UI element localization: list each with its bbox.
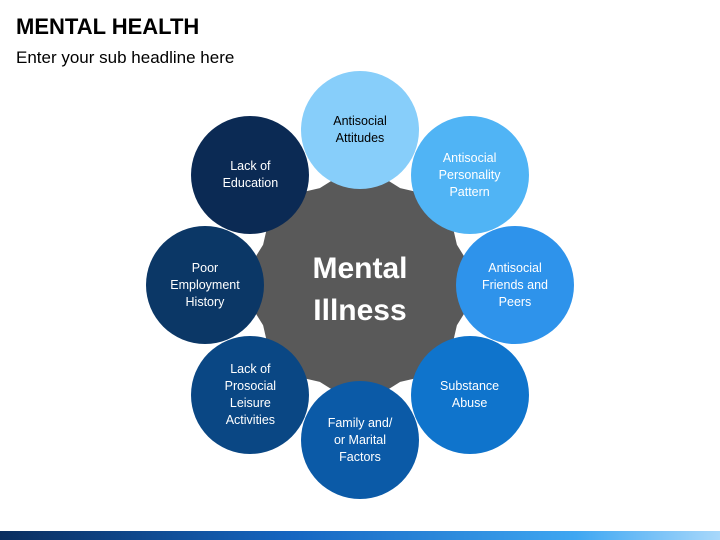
center-label: Mental Illness: [312, 252, 408, 327]
node-label: Poor Employment History: [170, 260, 240, 309]
node-antisocial-attitudes: Antisocial Attitudes: [301, 71, 419, 189]
node-substance-abuse: Substance Abuse: [410, 335, 529, 454]
footer-gradient-bar: [0, 531, 720, 540]
page-title: MENTAL HEALTH: [16, 14, 200, 39]
node-poor-employment-history: Poor Employment History: [146, 226, 264, 344]
node-lack-of-education: Lack of Education: [191, 116, 310, 235]
node-lack-of-prosocial-leisure: Lack of Prosocial Leisure Activities: [191, 335, 310, 454]
center-octagon: [238, 163, 482, 407]
node-label: Substance Abuse: [440, 378, 500, 410]
node-label: Lack of Education: [222, 159, 279, 191]
node-antisocial-friends-and-peers: Antisocial Friends and Peers: [456, 226, 574, 344]
page-subtitle: Enter your sub headline here: [16, 48, 235, 67]
node-label: Antisocial Attitudes: [333, 114, 387, 145]
node-label: Lack of Prosocial Leisure Activities: [224, 361, 277, 427]
node-antisocial-personality-pattern: Antisocial Personality Pattern: [410, 116, 529, 235]
node-label: Antisocial Personality Pattern: [438, 150, 501, 199]
node-family-marital-factors: Family and/ or Marital Factors: [301, 381, 419, 499]
node-label: Antisocial Friends and Peers: [481, 260, 548, 309]
node-label: Family and/ or Marital Factors: [327, 415, 393, 464]
